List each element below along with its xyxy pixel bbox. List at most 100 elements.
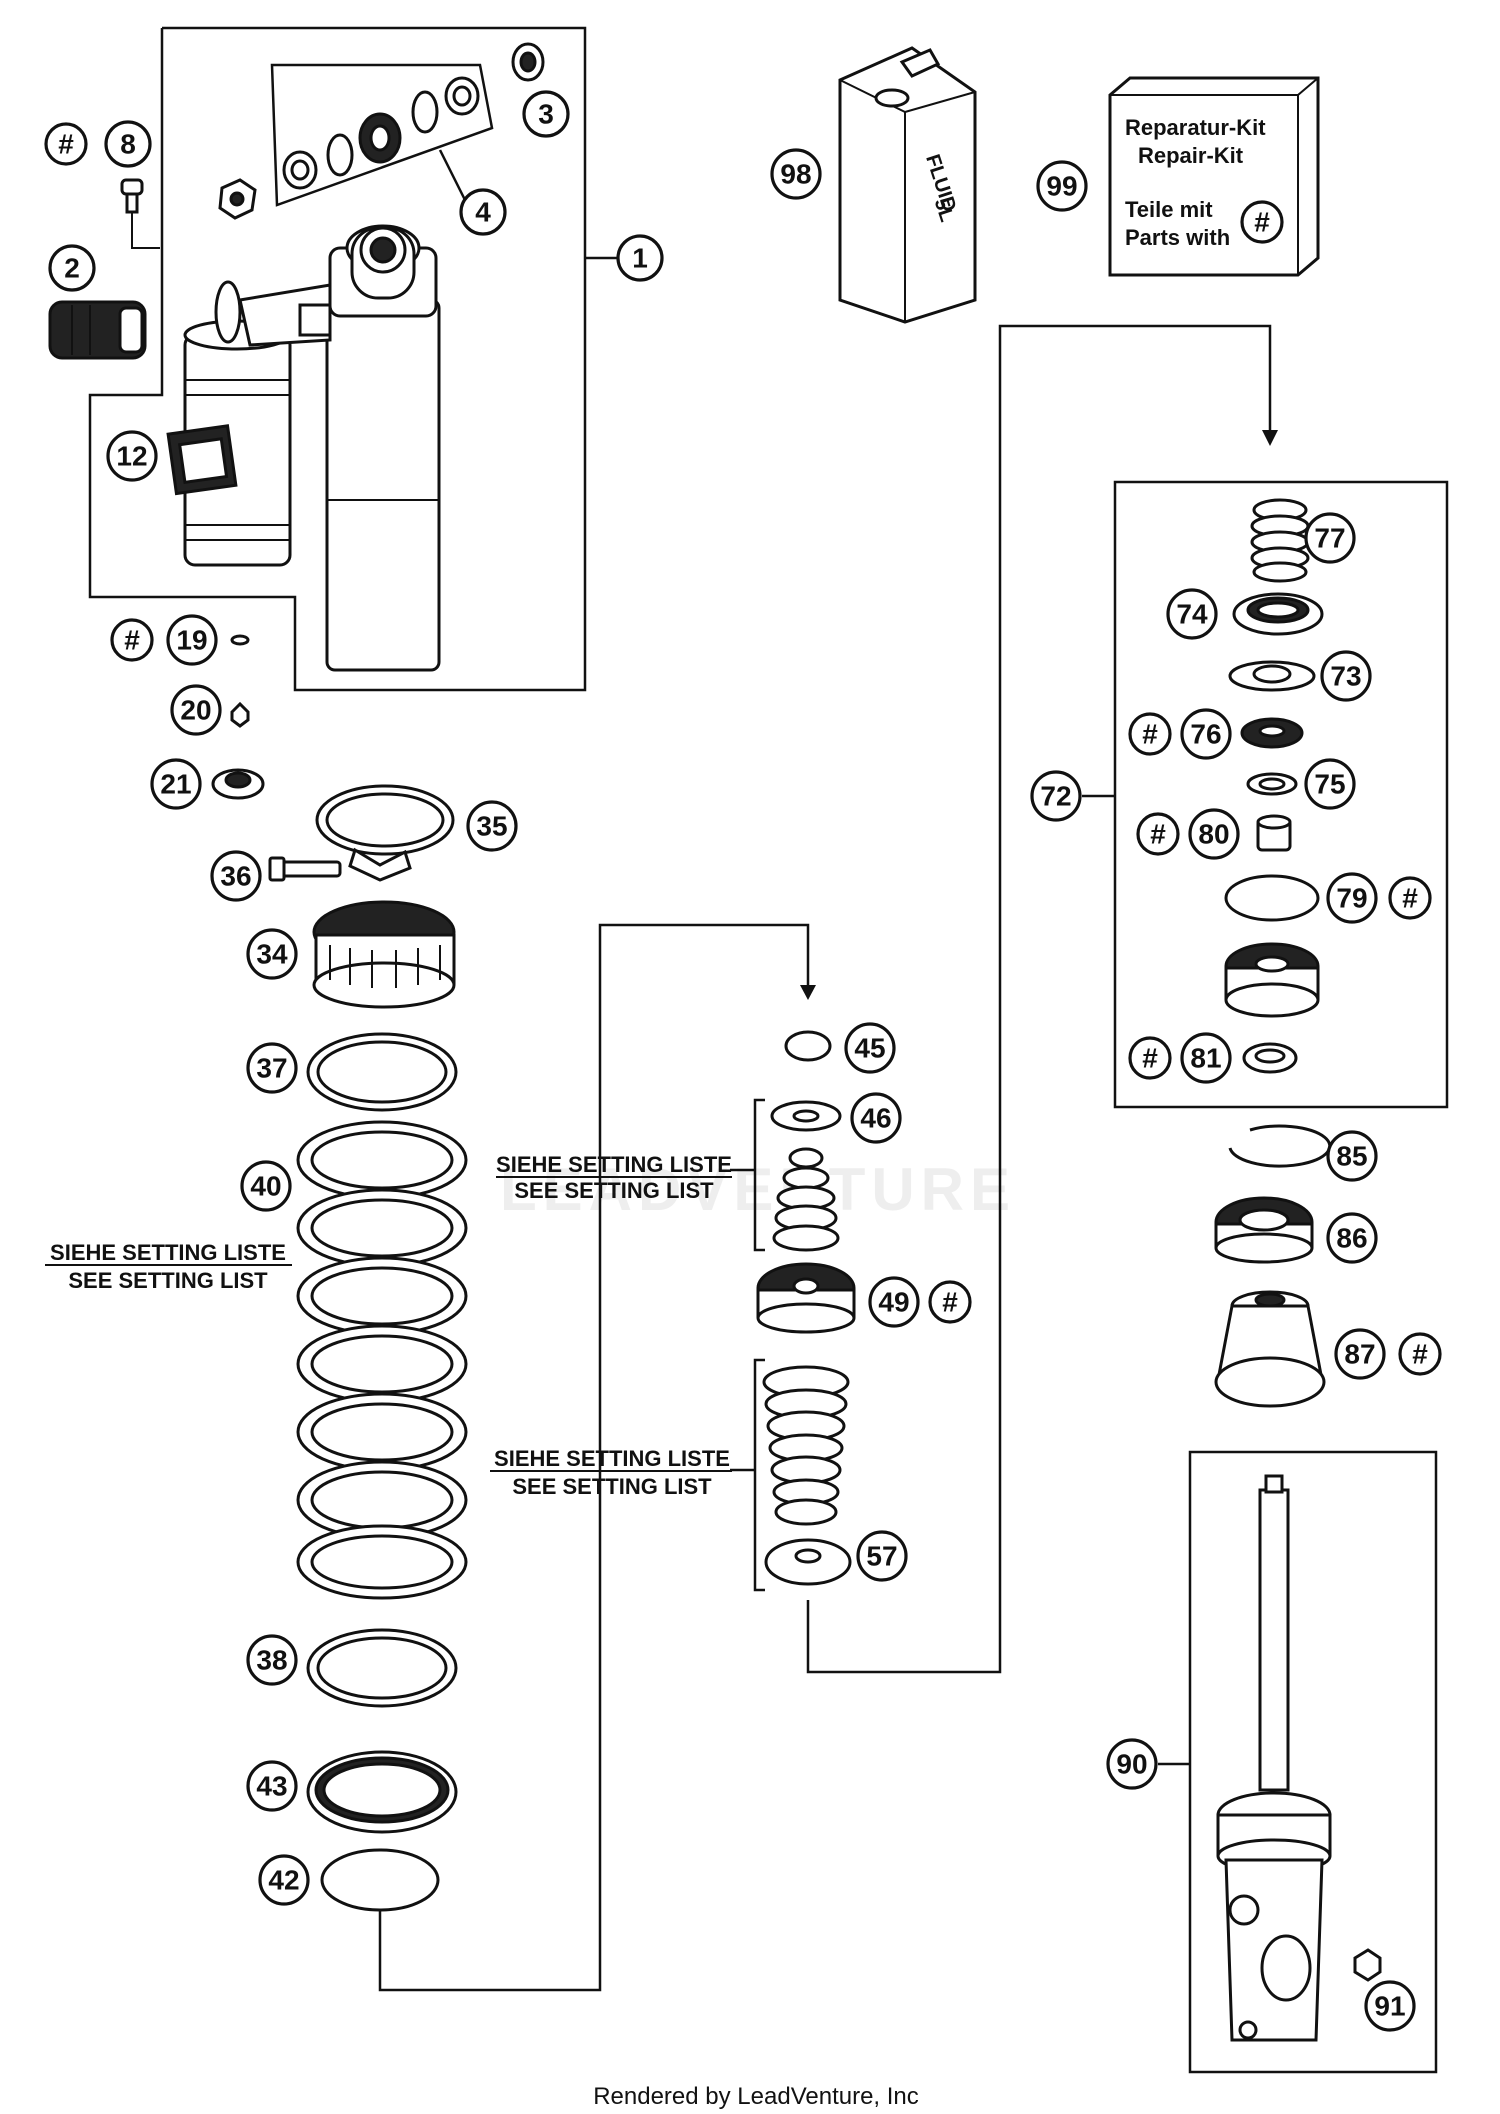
callout-12: 12 — [106, 430, 158, 482]
svg-text:45: 45 — [854, 1033, 885, 1064]
callout-49: 49 — [868, 1276, 920, 1328]
footer-credit: Rendered by LeadVenture, Inc — [593, 2083, 919, 2110]
svg-text:#: # — [1142, 719, 1158, 750]
bracket-lower — [753, 1358, 765, 1592]
callout-42: 42 — [258, 1854, 310, 1906]
callout-76: 76 — [1180, 708, 1232, 760]
svg-text:19: 19 — [176, 625, 207, 656]
part-40-spring — [296, 1120, 468, 1600]
callout-86: 86 — [1326, 1212, 1378, 1264]
kit-label-line4: Parts with — [1125, 225, 1230, 250]
leader-42-to-45 — [378, 923, 810, 1992]
part-2-adjuster — [48, 300, 147, 360]
svg-text:73: 73 — [1330, 661, 1361, 692]
leader-57-to-72 — [806, 324, 1272, 1674]
setting-label-en-spring: SEE SETTING LIST — [68, 1268, 268, 1293]
svg-text:76: 76 — [1190, 719, 1221, 750]
setting-label-en-lower: SEE SETTING LIST — [512, 1474, 712, 1499]
setting-label-en-upper: SEE SETTING LIST — [514, 1178, 714, 1203]
setting-label-upper: SIEHE SETTING LISTE SEE SETTING LIST — [496, 1152, 732, 1203]
svg-text:#: # — [1142, 1043, 1158, 1074]
callout-79: 79 — [1326, 872, 1378, 924]
callout-8-hash: # — [44, 122, 88, 166]
callout-3: 3 — [522, 90, 570, 138]
svg-text:38: 38 — [256, 1645, 287, 1676]
callout-46: 46 — [850, 1092, 902, 1144]
callout-45: 45 — [844, 1022, 896, 1074]
part-36-screw — [268, 856, 342, 882]
svg-text:43: 43 — [256, 1771, 287, 1802]
svg-text:99: 99 — [1046, 171, 1077, 202]
part-19-oring — [230, 634, 250, 646]
svg-text:98: 98 — [780, 159, 811, 190]
callout-98: 98 — [770, 148, 822, 200]
callout-77: 77 — [1304, 512, 1356, 564]
kit-label-line2: Repair-Kit — [1138, 143, 1244, 168]
svg-text:21: 21 — [160, 769, 191, 800]
svg-text:75: 75 — [1314, 769, 1345, 800]
callout-1: 1 — [616, 234, 664, 282]
part-73-washer — [1228, 660, 1316, 692]
callout-57: 57 — [856, 1530, 908, 1582]
svg-text:#: # — [1150, 819, 1166, 850]
svg-text:#: # — [1412, 1339, 1428, 1370]
svg-text:87: 87 — [1344, 1339, 1375, 1370]
svg-text:90: 90 — [1116, 1749, 1147, 1780]
callout-80: 80 — [1188, 808, 1240, 860]
shock-absorber-assembly — [88, 26, 620, 692]
part-45-nut — [784, 1030, 832, 1062]
bracket-upper — [753, 1098, 765, 1252]
svg-text:74: 74 — [1176, 599, 1208, 630]
callout-75: 75 — [1304, 758, 1356, 810]
part-81-ring — [1242, 1042, 1298, 1074]
callout-87-hash: # — [1398, 1332, 1442, 1376]
svg-text:8: 8 — [120, 129, 136, 160]
svg-text:2: 2 — [64, 253, 80, 284]
part-34-spring-preload — [312, 900, 456, 1009]
part-46-washer — [770, 1100, 842, 1132]
setting-label-de-spring: SIEHE SETTING LISTE — [50, 1240, 286, 1265]
part-49-piston — [756, 1262, 856, 1334]
kit-label-line1: Reparatur-Kit — [1125, 115, 1266, 140]
callout-80-hash: # — [1136, 812, 1180, 856]
part-42-ring — [320, 1848, 440, 1912]
svg-text:81: 81 — [1190, 1043, 1221, 1074]
callout-kit-hash: # — [1240, 200, 1284, 244]
part-57-washer — [764, 1538, 852, 1586]
part-90-box — [1188, 1450, 1438, 2074]
callout-91: 91 — [1364, 1980, 1416, 2032]
callout-76-hash: # — [1128, 712, 1172, 756]
callout-43: 43 — [246, 1760, 298, 1812]
shim-stack-lower — [762, 1365, 850, 1526]
callout-8: 8 — [104, 120, 152, 168]
part-79-oring — [1224, 874, 1320, 922]
callout-87: 87 — [1334, 1328, 1386, 1380]
svg-text:72: 72 — [1040, 781, 1071, 812]
part-87-bumper — [1214, 1290, 1326, 1408]
part-74-seat — [1232, 592, 1324, 636]
part-21-nut — [211, 768, 265, 800]
part-90-piston-rod — [1216, 1474, 1332, 2042]
seal-head — [1224, 942, 1320, 1018]
callout-99: 99 — [1036, 160, 1088, 212]
svg-text:42: 42 — [268, 1865, 299, 1896]
svg-text:#: # — [1254, 207, 1270, 238]
svg-text:80: 80 — [1198, 819, 1229, 850]
svg-text:57: 57 — [866, 1541, 897, 1572]
arrow-45 — [800, 985, 816, 1000]
svg-text:37: 37 — [256, 1053, 287, 1084]
callout-73: 73 — [1320, 650, 1372, 702]
callout-72: 72 — [1030, 770, 1082, 822]
callout-36: 36 — [210, 850, 262, 902]
part-77-spring — [1250, 498, 1310, 583]
callout-37: 37 — [246, 1042, 298, 1094]
svg-text:36: 36 — [220, 861, 251, 892]
arrow-72 — [1262, 430, 1278, 446]
svg-text:#: # — [942, 1287, 958, 1318]
part-20-ball — [230, 701, 250, 728]
part-43-seat — [306, 1750, 458, 1834]
svg-text:1: 1 — [632, 243, 648, 274]
callout-81: 81 — [1180, 1032, 1232, 1084]
part-99-repair-kit-box: Reparatur-Kit Repair-Kit Teile mit Parts… — [1108, 76, 1320, 277]
